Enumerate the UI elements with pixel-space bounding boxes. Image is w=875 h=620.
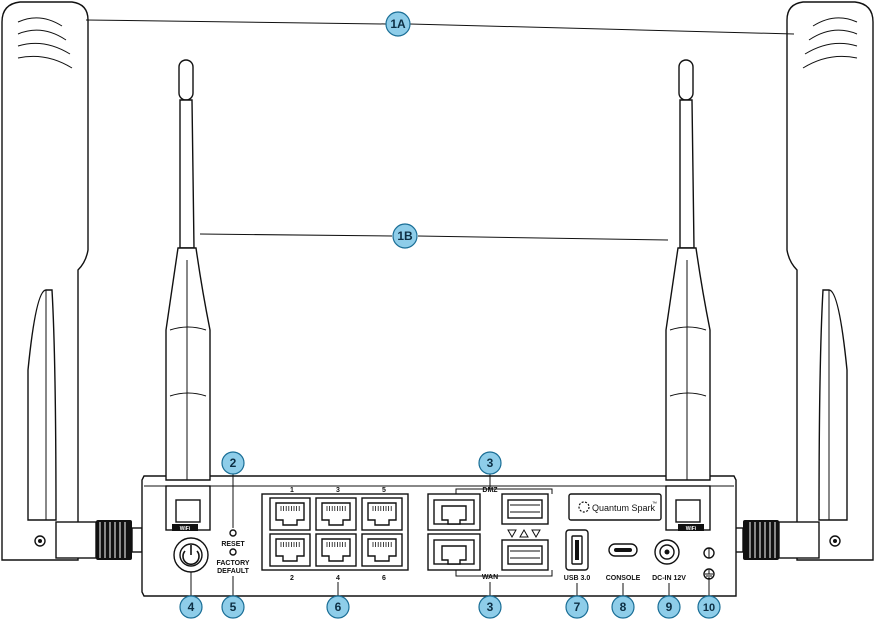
- reset-label: RESET: [221, 541, 245, 548]
- callout-5: 5: [221, 595, 245, 619]
- dmz-sfp-port[interactable]: [501, 493, 549, 525]
- lan-port-4[interactable]: [315, 533, 357, 567]
- factory-default-pinhole[interactable]: [229, 548, 237, 556]
- callout-8-label: 8: [620, 600, 627, 614]
- callout-1b: 1B: [392, 223, 418, 249]
- callout-2-label: 2: [230, 456, 237, 470]
- right-external-antenna: [732, 1, 874, 561]
- factory-label-line2: DEFAULT: [217, 568, 249, 575]
- factory-label-line1: FACTORY: [216, 560, 249, 567]
- callout-3-top: 3: [478, 451, 502, 475]
- callout-3-bottom: 3: [478, 595, 502, 619]
- callout-10: 10: [697, 595, 721, 619]
- port-number-3: 3: [336, 487, 340, 494]
- ground-icon: [703, 568, 715, 580]
- port-number-1: 1: [290, 487, 294, 494]
- wan-label: WAN: [482, 574, 498, 581]
- reset-pinhole[interactable]: [229, 529, 237, 537]
- callout-9: 9: [657, 595, 681, 619]
- callout-1a-label: 1A: [390, 17, 406, 31]
- port-number-4: 4: [336, 575, 340, 582]
- callout-8: 8: [611, 595, 635, 619]
- wan-sfp-port[interactable]: [501, 539, 549, 571]
- wifi-label-right: WiFi: [686, 526, 697, 532]
- usb-port[interactable]: [565, 529, 589, 571]
- callout-4-label: 4: [188, 600, 195, 614]
- brand-logo-plate: Quantum Spark ™: [568, 493, 662, 521]
- port-number-5: 5: [382, 487, 386, 494]
- dmz-label: DMZ: [482, 487, 498, 494]
- lan-port-3[interactable]: [315, 497, 357, 531]
- dmz-bracket: [455, 488, 553, 494]
- callout-6: 6: [326, 595, 350, 619]
- sfp-led-indicators: [507, 528, 541, 539]
- port-number-2: 2: [290, 575, 294, 582]
- port-number-6: 6: [382, 575, 386, 582]
- callout-7-label: 7: [574, 600, 581, 614]
- wifi-label-left: WiFi: [180, 526, 191, 532]
- lan-port-2[interactable]: [269, 533, 311, 567]
- power-button[interactable]: [173, 537, 209, 573]
- right-internal-antenna: WiFi: [665, 59, 711, 532]
- leader-lines: [85, 19, 795, 596]
- callout-3-top-label: 3: [487, 456, 494, 470]
- callout-1a: 1A: [385, 11, 411, 37]
- callout-6-label: 6: [335, 600, 342, 614]
- lan-port-5[interactable]: [361, 497, 403, 531]
- wan-bracket: [455, 570, 553, 577]
- callout-10-label: 10: [703, 602, 715, 614]
- dmz-copper-port[interactable]: [427, 493, 481, 531]
- dc-in-port[interactable]: [654, 539, 680, 565]
- lan-port-1[interactable]: [269, 497, 311, 531]
- lan-ports: [269, 497, 403, 567]
- dc-in-label: DC-IN 12V: [652, 575, 686, 582]
- wan-copper-port[interactable]: [427, 533, 481, 571]
- callout-1b-label: 1B: [397, 229, 413, 243]
- callout-9-label: 9: [666, 600, 673, 614]
- callout-4: 4: [179, 595, 203, 619]
- callout-2: 2: [221, 451, 245, 475]
- callout-5-label: 5: [230, 600, 237, 614]
- left-internal-antenna: WiFi: [165, 59, 211, 532]
- lan-port-6[interactable]: [361, 533, 403, 567]
- callout-3-bottom-label: 3: [487, 600, 494, 614]
- left-external-antenna: [1, 1, 143, 561]
- callout-7: 7: [565, 595, 589, 619]
- brand-trademark: ™: [652, 501, 657, 507]
- brand-label: Quantum Spark: [592, 503, 656, 513]
- console-label: CONSOLE: [606, 575, 641, 582]
- security-lock-slot[interactable]: [703, 547, 715, 559]
- console-port[interactable]: [608, 543, 638, 557]
- usb-label: USB 3.0: [564, 575, 591, 582]
